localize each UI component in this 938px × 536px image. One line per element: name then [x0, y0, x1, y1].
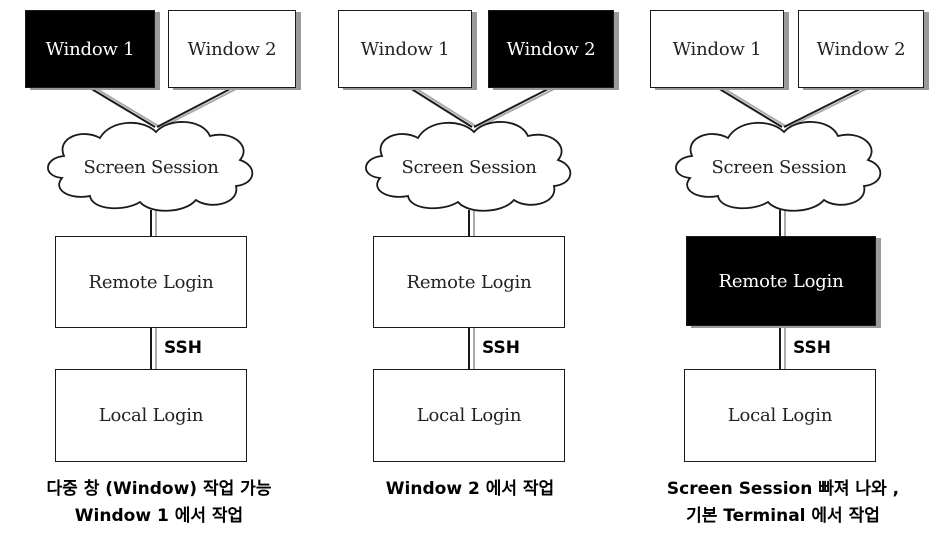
- ssh-label: SSH: [793, 338, 831, 358]
- caption-line-1: Window 2 에서 작업: [385, 479, 555, 499]
- caption-line-2: 기본 Terminal 에서 작업: [686, 506, 880, 526]
- remote-login-label: Remote Login: [406, 271, 532, 293]
- screen-session-label: Screen Session: [83, 157, 219, 178]
- screen-session-label: Screen Session: [401, 157, 537, 178]
- caption-line-1: 다중 창 (Window) 작업 가능: [46, 479, 272, 499]
- window-2-box: Window 2: [798, 10, 924, 88]
- window-2-box: Window 2: [488, 10, 614, 88]
- caption-line-1: Screen Session 빠져 나와 ,: [666, 479, 900, 499]
- local-login-box: Local Login: [684, 369, 876, 462]
- panel-1-caption: 다중 창 (Window) 작업 가능 Window 1 에서 작업: [0, 476, 318, 530]
- remote-login-label: Remote Login: [88, 271, 214, 293]
- window-1-box: Window 1: [25, 10, 155, 88]
- screen-session-label: Screen Session: [711, 157, 847, 178]
- ssh-label: SSH: [164, 338, 202, 358]
- caption-line-2: Window 1 에서 작업: [74, 506, 244, 526]
- local-login-box: Local Login: [373, 369, 565, 462]
- window-2-label: Window 2: [816, 38, 906, 60]
- remote-login-label: Remote Login: [718, 270, 844, 292]
- window-1-box: Window 1: [338, 10, 472, 88]
- local-login-label: Local Login: [727, 405, 833, 426]
- ssh-label: SSH: [482, 338, 520, 358]
- panel-3-connectors: [675, 87, 882, 369]
- window-1-label: Window 1: [672, 38, 762, 60]
- local-login-label: Local Login: [98, 405, 204, 426]
- cloud-shape: [365, 121, 572, 212]
- window-1-box: Window 1: [650, 10, 784, 88]
- window-1-label: Window 1: [360, 38, 450, 60]
- window-2-label: Window 2: [187, 38, 277, 60]
- window-2-label: Window 2: [506, 38, 596, 60]
- remote-login-box: Remote Login: [686, 236, 876, 326]
- panel-3-caption: Screen Session 빠져 나와 , 기본 Terminal 에서 작업: [630, 476, 936, 530]
- panel-1-connectors: [47, 87, 254, 369]
- cloud-shape: [47, 121, 254, 212]
- panel-2-caption: Window 2 에서 작업: [340, 476, 600, 503]
- panel-2-connectors: [365, 87, 572, 369]
- window-2-box: Window 2: [168, 10, 296, 88]
- remote-login-box: Remote Login: [373, 236, 565, 328]
- local-login-box: Local Login: [55, 369, 247, 462]
- cloud-shape: [675, 121, 882, 212]
- remote-login-box: Remote Login: [55, 236, 247, 328]
- local-login-label: Local Login: [416, 405, 522, 426]
- window-1-label: Window 1: [45, 38, 135, 60]
